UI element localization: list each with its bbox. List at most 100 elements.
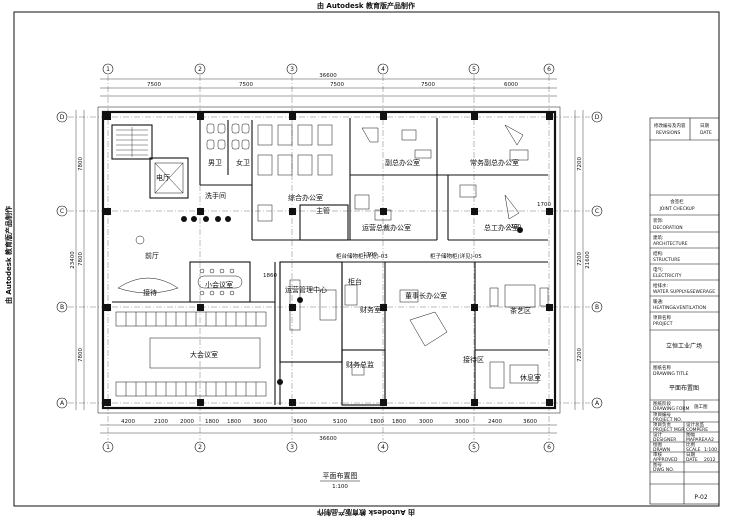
dim-top: 6000 bbox=[504, 82, 518, 88]
tb-approve-en: APPROVED bbox=[653, 457, 678, 463]
room-label-washroom: 洗手间 bbox=[205, 191, 226, 200]
tb-dwgno-cn: 图号 bbox=[653, 462, 662, 468]
tb-water-en: WATER SUPPLY&SEWERAGE bbox=[653, 289, 715, 295]
tb-structure-en: STRUCTURE bbox=[653, 257, 680, 263]
workstation-desks bbox=[257, 124, 333, 222]
axis-label: 2 bbox=[198, 444, 202, 451]
large-meeting-table bbox=[115, 311, 267, 397]
tb-dwgno-en: DWG NO. bbox=[653, 467, 674, 473]
room-label-ops-vp-office: 运营总裁办公室 bbox=[362, 223, 411, 232]
tb-date-en: DATE bbox=[700, 130, 712, 136]
plant-icons bbox=[181, 216, 523, 385]
axis-label: 1 bbox=[106, 444, 110, 451]
tb-revisions-cn: 修改编号及内容 bbox=[654, 122, 686, 129]
detail-tag: 柜台储物柜(详见)-03 bbox=[336, 252, 388, 260]
axis-bubbles-bottom bbox=[102, 441, 555, 453]
tb-project-name: 立恒工业广场 bbox=[666, 342, 702, 350]
tb-structure-cn: 结构: bbox=[653, 250, 664, 257]
room-label-toilet-m: 男卫 bbox=[208, 159, 222, 167]
dim-top: 7500 bbox=[147, 82, 161, 88]
dim-top-total: 36600 bbox=[319, 73, 337, 79]
room-label-biz-vp-office: 常务副总办公室 bbox=[470, 158, 519, 167]
tb-electricity-cn: 电气: bbox=[653, 266, 664, 273]
room-label-chairman: 董事长办公室 bbox=[405, 291, 447, 300]
dim-bottom: 4200 bbox=[121, 419, 135, 425]
tb-size-en: MAPAREA bbox=[686, 437, 708, 443]
axis-label: 2 bbox=[198, 66, 202, 73]
dim-bottom: 3000 bbox=[419, 419, 433, 425]
stair-treads bbox=[116, 127, 148, 157]
reception-desk bbox=[117, 235, 179, 294]
tb-hvac-en: HEATING&VENTILATION bbox=[653, 305, 706, 311]
tb-approve-cn: 审核 bbox=[653, 451, 662, 458]
room-label-vp-office: 副总办公室 bbox=[385, 158, 420, 167]
dim-bottom: 3000 bbox=[455, 419, 469, 425]
dim-top: 7500 bbox=[421, 82, 435, 88]
tb-date2-cn: 日期 bbox=[686, 452, 695, 458]
interior-walls bbox=[111, 118, 548, 406]
dim-bottom: 2100 bbox=[154, 419, 168, 425]
axis-label: 6 bbox=[547, 444, 551, 451]
tb-architecture-cn: 建筑: bbox=[653, 234, 664, 241]
room-label-gm-office: 总工办公室 bbox=[484, 223, 519, 232]
tb-draw-en: DRAWN bbox=[653, 447, 670, 453]
tb-design-en: DESIGNER bbox=[653, 437, 676, 443]
dimension-lines bbox=[75, 78, 584, 434]
tb-electricity-en: ELECTRICITY bbox=[653, 273, 682, 279]
room-label-toilet-f: 女卫 bbox=[236, 158, 250, 167]
tb-drawing-en: DRAWING TITLE bbox=[653, 371, 689, 377]
axis-label: D bbox=[595, 114, 600, 121]
room-label-reception: 接待 bbox=[143, 288, 157, 297]
tb-water-cn: 给排水: bbox=[653, 282, 668, 289]
axis-label: 3 bbox=[290, 444, 294, 451]
room-label-reception2: 接待区 bbox=[463, 355, 484, 364]
plan-title: 平面布置图 bbox=[323, 471, 358, 480]
tb-projno-cn: 项目编号 bbox=[653, 411, 671, 418]
axis-label: A bbox=[60, 400, 65, 407]
tb-architecture-en: ARCHITECTURE bbox=[653, 241, 688, 247]
axis-label: 5 bbox=[472, 444, 476, 451]
dim-bottom: 1800 bbox=[227, 419, 241, 425]
tb-revisions-en: REVISIONS bbox=[656, 130, 680, 136]
tb-date-value: 2012 bbox=[704, 457, 716, 463]
toilet-fixtures bbox=[206, 123, 250, 150]
tb-stage-en: DRAWING FORM bbox=[653, 406, 690, 412]
axis-label: C bbox=[595, 208, 599, 215]
title-block bbox=[649, 117, 720, 505]
room-label-finance-director: 财务总监 bbox=[346, 360, 374, 369]
room-label-admin-office: 综合办公室 bbox=[288, 193, 323, 202]
tb-joint-cn: 会签栏 bbox=[670, 198, 684, 205]
tb-draw-cn: 绘图 bbox=[653, 441, 662, 448]
axis-bubbles-top bbox=[102, 63, 555, 75]
interior-dim: 1860 bbox=[263, 273, 277, 279]
interior-dim: 1700 bbox=[363, 252, 377, 258]
tb-size-cn: 图幅 bbox=[686, 431, 695, 438]
room-label-large-meeting: 大会议室 bbox=[190, 350, 218, 359]
tb-reviewer-en: PROJECT MGR bbox=[653, 427, 684, 433]
tb-size-value: A2 bbox=[708, 437, 714, 443]
axis-label: 1 bbox=[106, 66, 110, 73]
tb-stage-value: 施工图 bbox=[694, 403, 708, 410]
room-label-elevator: 电厅 bbox=[156, 173, 170, 182]
interior-dim: 1700 bbox=[537, 202, 551, 208]
dim-top: 7500 bbox=[330, 82, 344, 88]
tb-drawing-title: 平面布置图 bbox=[669, 384, 699, 392]
dim-bottom: 3600 bbox=[253, 419, 267, 425]
dim-bottom: 2400 bbox=[488, 419, 502, 425]
dim-right: 7200 bbox=[577, 157, 583, 171]
tb-company-en: COMPERE bbox=[686, 427, 708, 433]
dim-bottom: 1800 bbox=[392, 419, 406, 425]
room-label-finance: 财务室 bbox=[360, 305, 381, 314]
tb-scale-value: 1:100 bbox=[704, 447, 717, 453]
tb-reviewer-cn: 项目负责 bbox=[653, 421, 671, 428]
axis-label: A bbox=[595, 400, 600, 407]
dim-bottom: 3600 bbox=[523, 419, 537, 425]
axis-label: 5 bbox=[472, 66, 476, 73]
small-meeting-table bbox=[197, 268, 243, 296]
tb-decoration-en: DECORATION bbox=[653, 225, 683, 231]
room-label-lounge: 休息室 bbox=[520, 373, 541, 382]
dim-left: 7800 bbox=[78, 348, 84, 362]
tb-projno-en: PROJECT NO. bbox=[653, 417, 682, 423]
plan-scale: 1:100 bbox=[332, 484, 348, 490]
